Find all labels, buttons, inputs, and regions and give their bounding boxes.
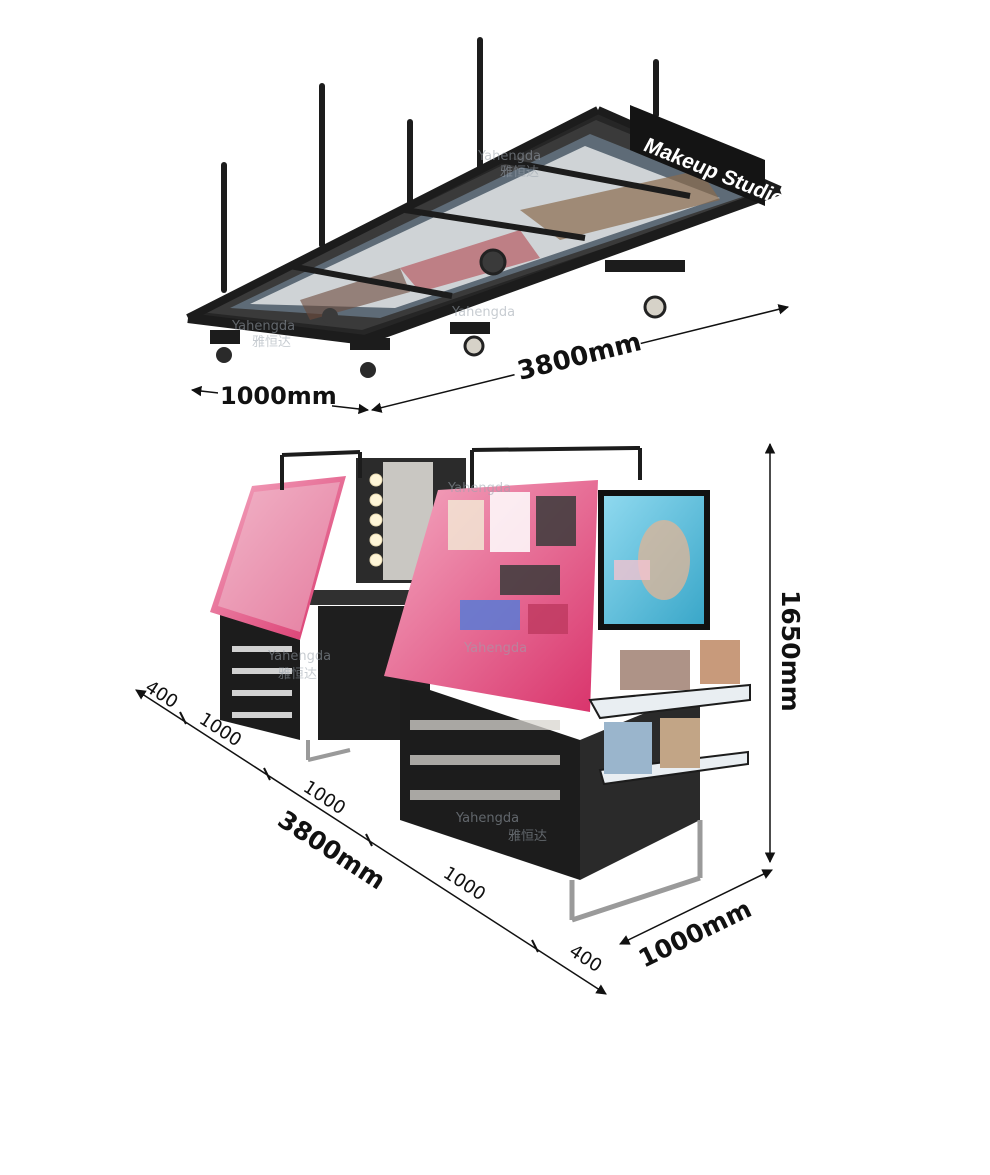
bottom-depth-label: 1000mm [634,894,756,973]
counter-unit: 1650mm 400 1000 1000 1000 400 3800mm [135,442,808,995]
watermark-latin: Yahengda [231,319,295,334]
watermark-chinese: 雅恒达 [252,335,291,350]
lightbox-poster [598,490,710,630]
watermark-latin: Yahengda [447,481,511,496]
top-depth-label: 1000mm [220,382,337,410]
watermark-chinese: 雅恒达 [508,829,547,844]
ceiling-frame [186,106,782,345]
bottom-length-label: 3800mm [273,805,391,896]
ceiling-unit: Makeup Studio 1000mm 3800mm [186,37,790,415]
segment-label-3: 1000 [299,777,349,820]
segment-label-1: 400 [141,677,181,713]
watermark-latin: Yahengda [267,649,331,664]
top-depth-dimension: 1000mm [190,378,370,415]
watermark-latin: Yahengda [477,149,541,164]
segment-label-4: 1000 [439,863,489,906]
bottom-height-dimension: 1650mm [764,442,808,864]
bottom-depth-dimension: 1000mm [619,869,773,977]
top-length-dimension: 3800mm [370,304,790,413]
watermark-latin: Yahengda [463,641,527,656]
watermark-latin: Yahengda [451,305,515,320]
watermarks: Yahengda 雅恒达 Yahengda 雅恒达 Yahengda Yahen… [231,149,547,844]
left-display-cabinet [210,450,362,740]
bottom-height-label: 1650mm [776,590,805,712]
watermark-chinese: 雅恒达 [278,667,317,682]
watermark-latin: Yahengda [455,811,519,826]
watermark-chinese: 雅恒达 [500,165,539,180]
top-length-label: 3800mm [514,327,644,387]
suspension-rods [221,37,659,293]
